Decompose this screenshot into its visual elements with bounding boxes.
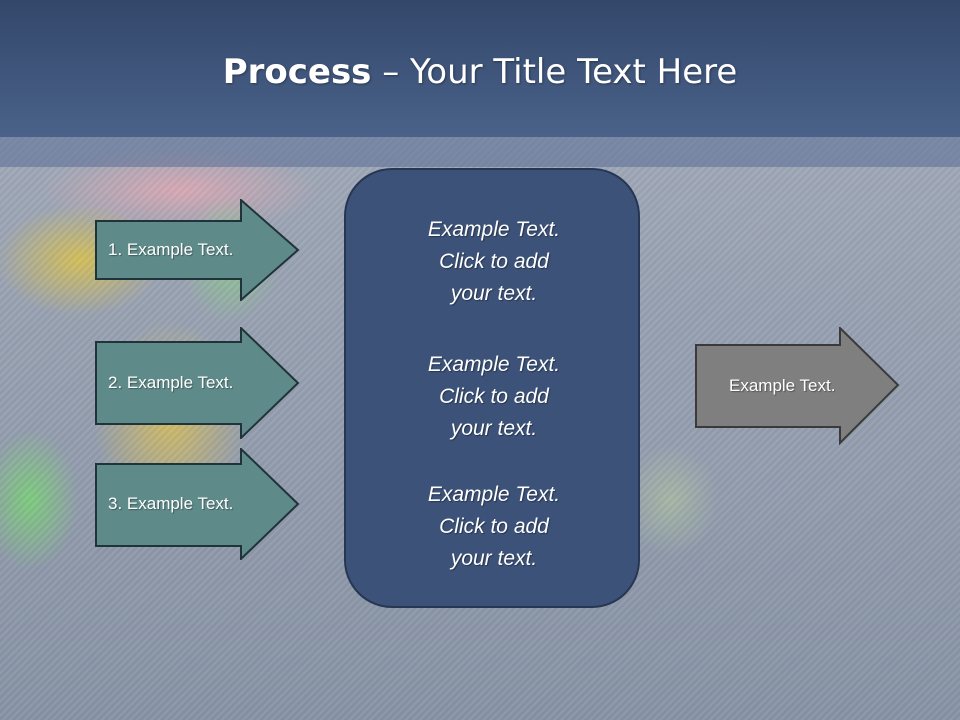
- title-bar: [0, 0, 960, 137]
- arrow-shape: [95, 327, 300, 439]
- step-arrow-1[interactable]: 1. Example Text.: [95, 199, 300, 301]
- title-bold-part: Process: [222, 52, 372, 92]
- center-line: your text.: [450, 547, 538, 570]
- center-text-block-2: Example Text. Click to add your text.: [346, 349, 642, 445]
- arrow-shape: [695, 327, 900, 445]
- center-line: Click to add: [439, 385, 549, 408]
- step-arrow-3[interactable]: 3. Example Text.: [95, 448, 300, 560]
- center-text-block-3: Example Text. Click to add your text.: [346, 479, 642, 575]
- step-arrow-2[interactable]: 2. Example Text.: [95, 327, 300, 439]
- center-line: Click to add: [439, 250, 549, 273]
- title-rest-part: – Your Title Text Here: [371, 52, 738, 92]
- arrow-shape: [95, 448, 300, 560]
- header-band: [0, 137, 960, 167]
- center-line: your text.: [450, 282, 538, 305]
- center-line: your text.: [450, 417, 538, 440]
- center-line: Click to add: [439, 515, 549, 538]
- output-arrow[interactable]: Example Text.: [695, 327, 900, 445]
- center-text-block-1: Example Text. Click to add your text.: [346, 214, 642, 310]
- center-line: Example Text.: [427, 483, 561, 506]
- step-label: 2. Example Text.: [108, 373, 234, 392]
- center-text-box[interactable]: Example Text. Click to add your text. Ex…: [344, 168, 640, 608]
- step-label: 1. Example Text.: [108, 240, 234, 259]
- output-label: Example Text.: [729, 376, 836, 395]
- slide-title[interactable]: Process – Your Title Text Here: [0, 52, 960, 92]
- step-label: 3. Example Text.: [108, 494, 234, 513]
- center-line: Example Text.: [427, 218, 561, 241]
- center-line: Example Text.: [427, 353, 561, 376]
- arrow-shape: [95, 199, 300, 301]
